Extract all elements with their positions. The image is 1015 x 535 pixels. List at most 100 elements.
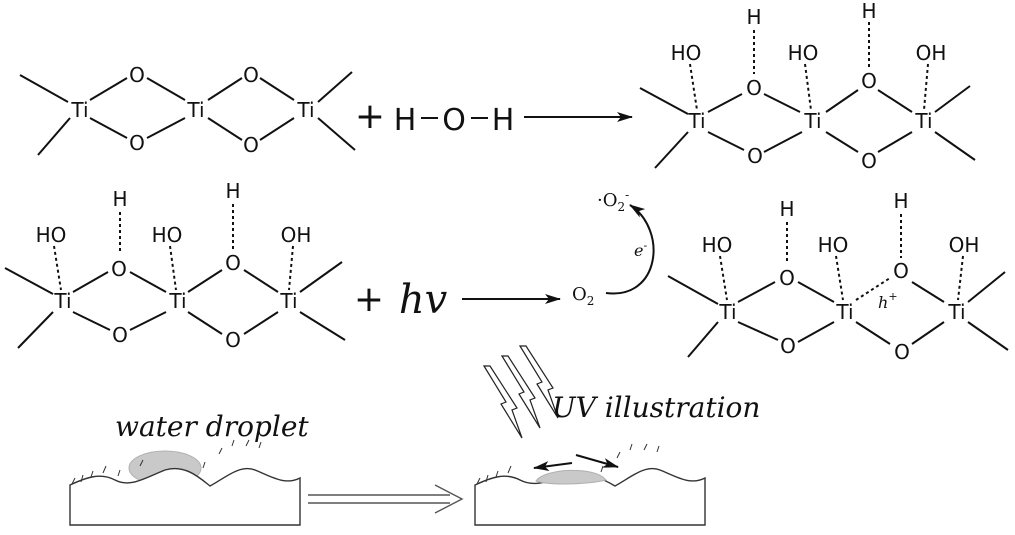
hydroxyl-group: HO	[788, 41, 819, 65]
hole-label: h+	[878, 290, 898, 312]
bond	[707, 93, 743, 113]
ti-atom: Ti	[718, 300, 736, 324]
uv-lightning-bolts	[482, 345, 559, 439]
bond	[72, 271, 109, 293]
ti-atom: Ti	[70, 98, 88, 122]
plus-sign: +	[355, 96, 385, 137]
dashed-bond	[957, 255, 964, 301]
electron-label: e-	[634, 239, 647, 260]
surface-before-uv	[69, 439, 301, 526]
bond	[187, 269, 223, 293]
electron-transfer-arrow	[605, 204, 655, 295]
h-atom: H	[779, 197, 794, 221]
water-droplet-label: water droplet	[115, 410, 309, 443]
o-atom: O	[225, 251, 241, 275]
ti-atom: Ti	[803, 109, 821, 133]
o-atom: O	[893, 259, 909, 283]
uv-illustration-label: UV illustration	[552, 391, 760, 424]
hydroxyl-group: HO	[36, 223, 67, 247]
bond	[146, 77, 186, 101]
h-atom: H	[893, 189, 908, 213]
o-atom: O	[780, 334, 796, 358]
bond	[89, 117, 128, 139]
oxygen-molecule: O2	[572, 284, 594, 308]
o-atom: O	[894, 340, 910, 364]
o-atom: O	[129, 63, 145, 87]
hydroxyl-group: HO	[818, 233, 849, 257]
o-atom: O	[243, 63, 259, 87]
superoxide-radical: ·O2-	[597, 188, 629, 214]
bond	[687, 321, 719, 358]
bond	[187, 311, 223, 335]
hydroxyl-group: OH	[949, 233, 980, 257]
spread-water-film	[535, 469, 607, 485]
bond	[911, 321, 945, 345]
bond	[797, 281, 835, 303]
o-atom: O	[112, 323, 128, 347]
bond	[89, 77, 128, 101]
bond	[299, 311, 346, 341]
h-atom: H	[861, 0, 876, 23]
bond	[207, 117, 243, 141]
h-atom: H	[112, 187, 127, 211]
bond	[877, 89, 913, 113]
ti-atom: Ti	[687, 109, 705, 133]
bond	[825, 89, 859, 113]
hydroxyl-group: HO	[152, 223, 183, 247]
bond	[129, 271, 167, 293]
spreading-arrow-right	[575, 454, 619, 468]
bond	[259, 77, 295, 101]
spreading-arrow-left	[533, 461, 573, 472]
arrow-head	[434, 484, 464, 514]
ti-atom: Ti	[186, 98, 204, 122]
bond	[763, 131, 803, 153]
bond	[146, 117, 186, 139]
plus-sign: +	[354, 279, 384, 320]
h-atom: H	[225, 179, 240, 203]
bond	[667, 275, 719, 305]
bond	[19, 74, 69, 103]
bond	[207, 77, 243, 101]
uv-ray	[518, 345, 559, 419]
bond	[317, 71, 353, 103]
bond	[129, 311, 167, 331]
bond	[825, 131, 859, 153]
o-atom: O	[779, 266, 795, 290]
o-atom: O	[861, 149, 877, 173]
substrate	[69, 467, 301, 526]
surface-texture	[71, 439, 262, 485]
oxygen-reduction: O2 e- ·O2-	[572, 188, 655, 308]
uv-ray	[500, 355, 541, 429]
hydroxyl-group: HO	[671, 41, 702, 65]
bond	[737, 321, 779, 341]
dashed-bond	[53, 245, 62, 291]
bond	[72, 311, 111, 331]
dashed-bond	[719, 255, 728, 301]
bond	[299, 261, 343, 293]
surface-texture	[476, 443, 660, 485]
bond	[934, 85, 971, 113]
bond	[654, 131, 689, 169]
ti-atom: Ti	[296, 98, 314, 122]
dashed-bond	[169, 245, 177, 291]
bond	[877, 131, 913, 153]
uv-ray	[482, 365, 523, 439]
hydrogen-atom: H	[394, 103, 417, 138]
bond	[259, 117, 295, 141]
dashed-bond	[288, 245, 294, 291]
o-atom: O	[243, 133, 259, 157]
ti-atom: Ti	[279, 289, 297, 313]
o-atom: O	[861, 69, 877, 93]
o-atom: O	[746, 76, 762, 100]
photon-energy-label: hv	[399, 277, 448, 323]
h-atom: H	[746, 5, 761, 29]
bond	[639, 87, 689, 115]
water-molecule: H O H	[394, 103, 515, 138]
dashed-bond	[689, 63, 698, 111]
tio2-lattice-top-left: Ti Ti Ti O O O O	[19, 63, 356, 157]
bond	[737, 281, 776, 303]
oxygen-atom: O	[442, 103, 466, 138]
hydroxylated-lattice-top-right: Ti Ti Ti O O O O H H HO HO OH	[639, 0, 976, 173]
bond	[911, 281, 945, 303]
